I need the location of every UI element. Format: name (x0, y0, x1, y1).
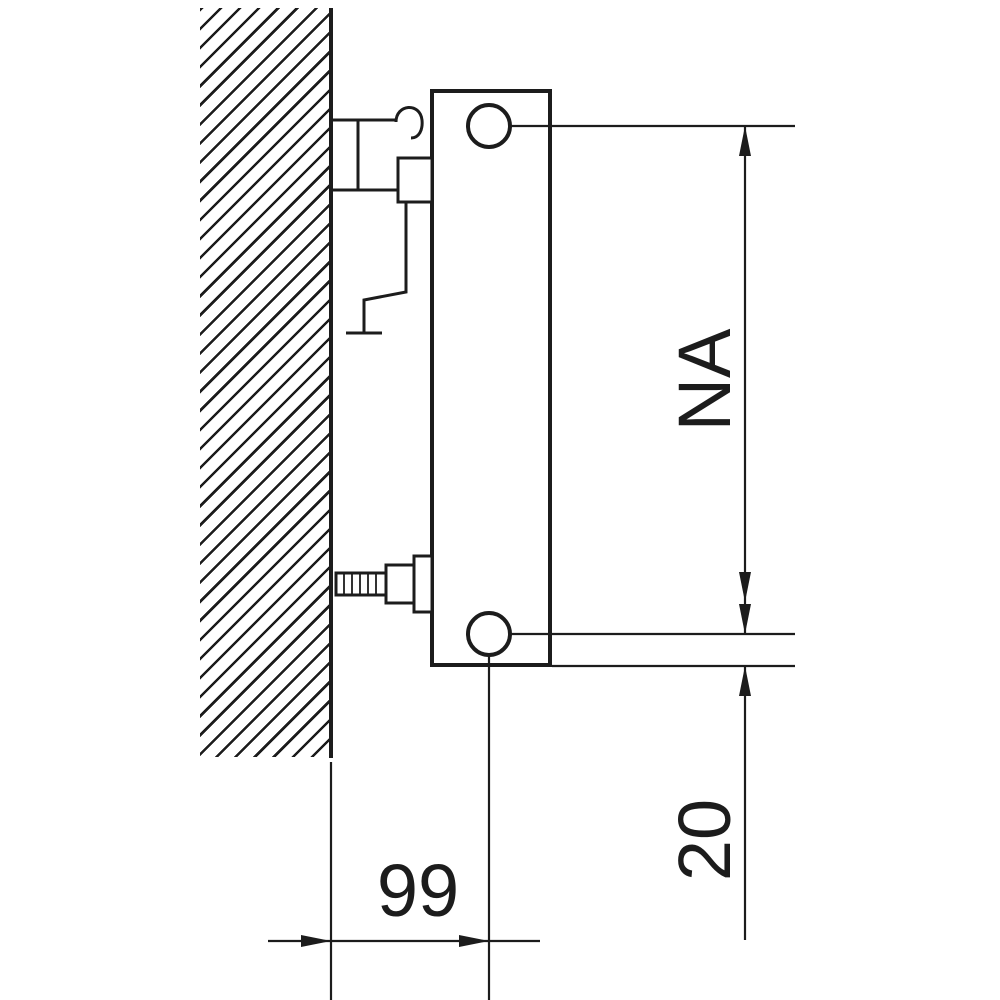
arrowhead-offset-top (739, 572, 751, 602)
bracket-hook (394, 106, 424, 140)
screw-clamp-piece (412, 554, 434, 614)
radiator-body (430, 89, 552, 667)
extension-lines (329, 124, 795, 1000)
screw-thread-lines (343, 573, 377, 595)
top-pipe-port (466, 103, 512, 149)
dimension-na: NA (663, 126, 751, 634)
dimension-label-offset: 20 (663, 799, 746, 881)
bracket-clamp-block (396, 156, 434, 204)
arrowhead-offset-bottom (739, 666, 751, 696)
arrowhead-na-top (739, 126, 751, 156)
dimension-label-wall-distance: 99 (377, 849, 459, 932)
arrowhead-na-bottom (739, 604, 751, 634)
dimension-label-na: NA (663, 328, 746, 431)
mounting-bracket-top (332, 106, 434, 335)
arrowhead-wall-distance-right (459, 935, 489, 947)
dimension-offset-20: 20 (663, 666, 751, 940)
bracket-lower-support (346, 202, 408, 335)
mounting-bracket-bottom (334, 554, 434, 614)
wall-hatch-pattern (200, 8, 331, 757)
dimension-wall-distance-99: 99 (268, 849, 540, 947)
arrowhead-wall-distance-left (301, 935, 331, 947)
radiator-panel-outline (430, 89, 552, 667)
screw-nut-block (384, 563, 416, 605)
bottom-pipe-port (466, 611, 512, 657)
